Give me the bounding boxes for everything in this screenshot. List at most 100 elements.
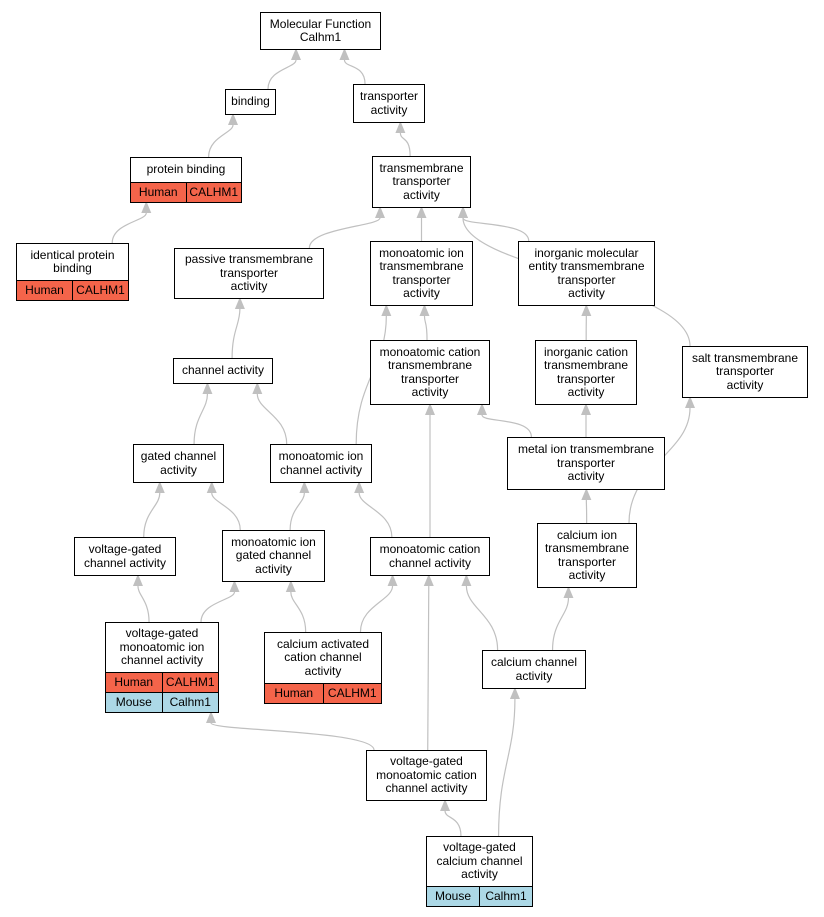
arrowhead xyxy=(416,206,427,218)
go-term-monocation-channel[interactable]: monoatomic cation channel activity xyxy=(370,537,490,576)
arrowhead xyxy=(461,574,472,586)
term-label: monoatomic ion gated channel activity xyxy=(231,534,316,576)
edge-vg_calcium-to-vg_monocation xyxy=(444,810,462,837)
arrowhead xyxy=(206,481,217,493)
edge-tm_transporter-to-transporter xyxy=(399,132,411,157)
go-term-ca-activated[interactable]: calcium activated cation channel activit… xyxy=(264,632,382,704)
arrowhead xyxy=(234,297,245,309)
gene-cell: CALHM1 xyxy=(185,183,242,202)
organism-cell: Mouse xyxy=(115,694,152,709)
arrowhead xyxy=(685,396,695,408)
go-term-monoion-gated[interactable]: monoatomic ion gated channel activity xyxy=(222,530,325,582)
go-term-monoion-tm[interactable]: monoatomic ion transmembrane transporter… xyxy=(370,241,473,306)
go-term-monocation-tm[interactable]: monoatomic cation transmembrane transpor… xyxy=(370,340,490,405)
gene-cell: CALHM1 xyxy=(72,281,128,300)
arrowhead xyxy=(381,304,392,316)
edge-ca_activated-to-monocation_channel xyxy=(359,585,394,633)
go-term-passive[interactable]: passive transmembrane transporter activi… xyxy=(174,248,324,299)
go-term-binding[interactable]: binding xyxy=(225,89,276,115)
edge-vg_monocation-to-monocation_channel xyxy=(427,585,430,751)
term-label: monoatomic ion transmembrane transporter… xyxy=(379,245,464,300)
go-term-metal[interactable]: metal ion transmembrane transporter acti… xyxy=(507,437,665,490)
term-label: monoatomic cation channel activity xyxy=(379,542,481,570)
arrowhead xyxy=(581,403,591,415)
arrowhead xyxy=(154,481,165,493)
arrowhead xyxy=(458,206,468,218)
edge-transporter-to-mf xyxy=(343,59,366,85)
go-term-monoion-channel[interactable]: monoatomic ion channel activity xyxy=(270,444,372,483)
go-term-gated[interactable]: gated channel activity xyxy=(133,444,224,483)
term-label: calcium channel activity xyxy=(490,655,578,683)
annotation-row-mouse[interactable]: Mouse Calhm1 xyxy=(106,692,218,712)
arrowhead xyxy=(563,586,574,598)
go-term-salt[interactable]: salt transmembrane transporter activity xyxy=(682,346,808,398)
edge-vg_channel-to-gated xyxy=(143,492,161,538)
go-term-vg-monoion[interactable]: voltage-gated monoatomic ion channel act… xyxy=(105,622,219,713)
term-label: binding xyxy=(231,94,270,109)
edge-protein_binding-to-binding xyxy=(207,124,234,158)
term-label: calcium ion transmembrane transporter ac… xyxy=(544,527,630,582)
term-label: calcium activated cation channel activit… xyxy=(276,636,370,678)
arrowhead xyxy=(375,206,385,218)
gene-cell: Calhm1 xyxy=(161,693,219,712)
go-term-calcium-channel[interactable]: calcium channel activity xyxy=(482,650,586,689)
organism-cell: Human xyxy=(114,674,154,689)
go-term-mf[interactable]: Molecular Function Calhm1 xyxy=(260,12,381,50)
term-label: transmembrane transporter activity xyxy=(379,160,464,202)
term-label: Molecular Function Calhm1 xyxy=(269,16,372,44)
arrowhead xyxy=(387,574,398,586)
arrowhead xyxy=(581,304,592,316)
organism-cell: Human xyxy=(25,282,64,297)
edge-monocation_channel-to-monoion_channel xyxy=(358,492,393,538)
edge-metal-to-monocation_tm xyxy=(481,414,532,438)
term-label: salt transmembrane transporter activity xyxy=(691,350,799,392)
go-term-calcium-ion-tm[interactable]: calcium ion transmembrane transporter ac… xyxy=(537,523,637,588)
arrowhead xyxy=(395,121,406,133)
go-term-vg-channel[interactable]: voltage-gated channel activity xyxy=(74,537,176,576)
edge-channel-to-passive xyxy=(231,308,241,359)
term-label: protein binding xyxy=(146,162,226,177)
arrowhead xyxy=(299,481,310,493)
arrowhead xyxy=(354,481,365,493)
edge-gated-to-channel xyxy=(193,393,209,445)
edge-calcium_channel-to-calcium_ion_tm xyxy=(551,597,570,651)
term-label: channel activity xyxy=(181,363,265,378)
go-term-vg-monocation[interactable]: voltage-gated monoatomic cation channel … xyxy=(366,750,487,801)
arrowhead xyxy=(252,382,263,394)
arrowhead xyxy=(132,574,143,586)
edge-monoion_gated-to-monoion_channel xyxy=(289,492,305,531)
go-term-transporter[interactable]: transporter activity xyxy=(353,84,425,123)
term-label: inorganic molecular entity transmembrane… xyxy=(528,245,645,300)
go-term-tm-transporter[interactable]: transmembrane transporter activity xyxy=(372,156,471,208)
arrowhead xyxy=(477,403,487,415)
go-term-inorg-mol[interactable]: inorganic molecular entity transmembrane… xyxy=(518,241,655,306)
arrowhead xyxy=(423,574,434,586)
arrowhead xyxy=(206,711,216,723)
go-term-inorg-cation[interactable]: inorganic cation transmembrane transport… xyxy=(535,340,637,405)
arrowhead xyxy=(202,382,213,394)
term-label: inorganic cation transmembrane transport… xyxy=(543,344,629,399)
edge-vg_calcium-to-calcium_channel xyxy=(497,698,516,837)
edge-vg_monocation-to-vg_monoion xyxy=(210,722,375,751)
edge-monoion_channel-to-channel xyxy=(256,393,288,445)
arrowhead xyxy=(419,304,430,316)
edge-ca_activated-to-monoion_gated xyxy=(290,591,307,633)
term-label: transporter activity xyxy=(359,89,419,117)
organism-cell: Mouse xyxy=(434,888,472,903)
term-label: passive transmembrane transporter activi… xyxy=(184,252,314,294)
edge-monocation_tm-to-monoion_tm xyxy=(423,315,428,341)
arrowhead xyxy=(141,201,152,213)
edge-monoion_gated-to-gated xyxy=(211,492,241,531)
go-term-channel[interactable]: channel activity xyxy=(173,358,273,384)
term-label: monoatomic cation transmembrane transpor… xyxy=(379,344,481,399)
annotation-row-human[interactable]: Human CALHM1 xyxy=(17,280,128,300)
arrowhead xyxy=(228,113,238,125)
